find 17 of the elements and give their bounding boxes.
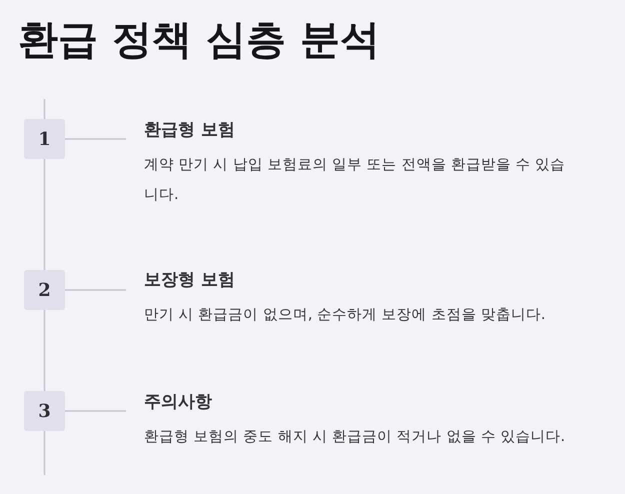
step-number: 2 — [24, 270, 65, 310]
timeline-line — [44, 310, 46, 391]
item-heading: 주의사항 — [144, 391, 213, 414]
timeline-line — [44, 431, 46, 475]
page-title: 환급 정책 심층 분석 — [18, 16, 380, 64]
item-description: 환급형 보험의 중도 해지 시 환급금이 적거나 없을 수 있습니다. — [144, 428, 566, 447]
connector-line — [65, 138, 126, 140]
item-description: 만기 시 환급금이 없으며, 순수하게 보장에 초점을 맞춥니다. — [144, 306, 546, 325]
step-number: 1 — [24, 119, 65, 159]
connector-line — [65, 410, 126, 412]
item-description: 계약 만기 시 납입 보험료의 일부 또는 전액을 환급받을 수 있습니다. — [144, 156, 566, 205]
item-heading: 보장형 보험 — [144, 269, 236, 292]
step-number: 3 — [24, 391, 65, 431]
item-heading: 환급형 보험 — [144, 119, 236, 142]
timeline-line — [44, 159, 46, 270]
connector-line — [65, 289, 126, 291]
timeline-line — [44, 99, 46, 119]
